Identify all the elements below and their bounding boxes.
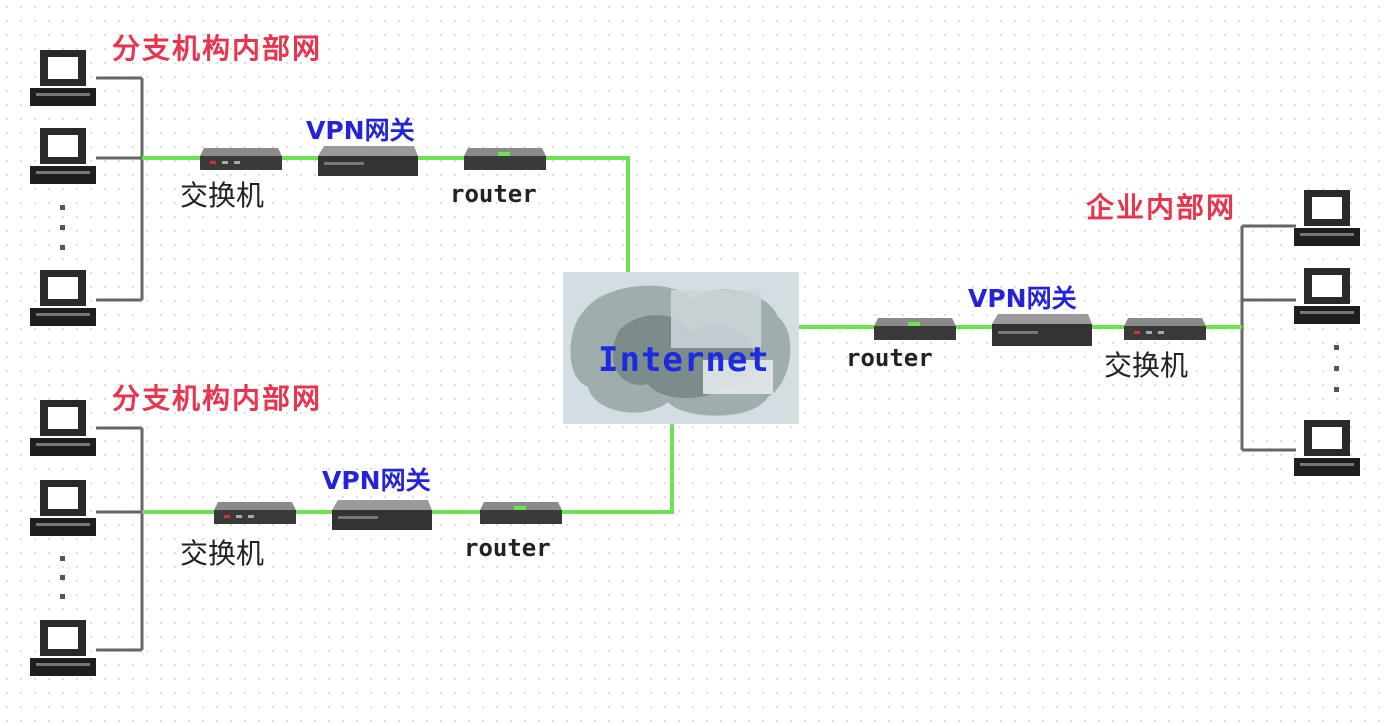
bottom-branch-network-label: 分支机构内部网 (112, 382, 323, 415)
ellipsis-dot (60, 245, 65, 250)
router-icon (464, 148, 546, 170)
bottom-branch-lan-lines (96, 426, 144, 652)
ellipsis-dot (60, 225, 65, 230)
vpn-gateway-icon (318, 146, 418, 176)
computer-icon (30, 270, 96, 326)
top-branch-switch-label: 交换机 (180, 179, 265, 212)
vpn-gateway-icon (332, 500, 432, 530)
switch-icon (1124, 318, 1206, 340)
top-branch-vpn-label: VPN网关 (306, 116, 415, 145)
computer-icon (30, 480, 96, 536)
computer-icon (1294, 420, 1360, 476)
internet-label: Internet (598, 340, 770, 380)
computer-icon (30, 50, 96, 106)
top-branch-lan-lines (96, 76, 144, 302)
ellipsis-dot (1334, 366, 1339, 371)
bottom-branch-vpn-label: VPN网关 (322, 466, 431, 495)
ellipsis-dot (60, 556, 65, 561)
bottom-branch-router-label: router (464, 534, 551, 562)
ellipsis-dot (60, 205, 65, 210)
computer-icon (1294, 190, 1360, 246)
top-branch-network-label: 分支机构内部网 (112, 32, 323, 65)
ellipsis-dot (60, 575, 65, 580)
switch-icon (200, 148, 282, 170)
ellipsis-dot (1334, 345, 1339, 350)
ellipsis-dot (1334, 387, 1339, 392)
ellipsis-dot (60, 594, 65, 599)
top-branch-router-label: router (450, 180, 537, 208)
enterprise-switch-label: 交换机 (1104, 349, 1189, 382)
computer-icon (30, 620, 96, 676)
enterprise-network-label: 企业内部网 (1086, 191, 1237, 224)
switch-icon (214, 502, 296, 524)
bottom-branch-switch-label: 交换机 (180, 537, 265, 570)
cloud-icon (563, 272, 799, 424)
enterprise-lan-lines (1240, 224, 1296, 452)
enterprise-vpn-label: VPN网关 (968, 284, 1077, 313)
enterprise-router-label: router (846, 344, 933, 372)
computer-icon (1294, 268, 1360, 324)
router-icon (480, 502, 562, 524)
vpn-gateway-icon (992, 314, 1092, 346)
router-icon (874, 318, 956, 340)
computer-icon (30, 400, 96, 456)
computer-icon (30, 128, 96, 184)
